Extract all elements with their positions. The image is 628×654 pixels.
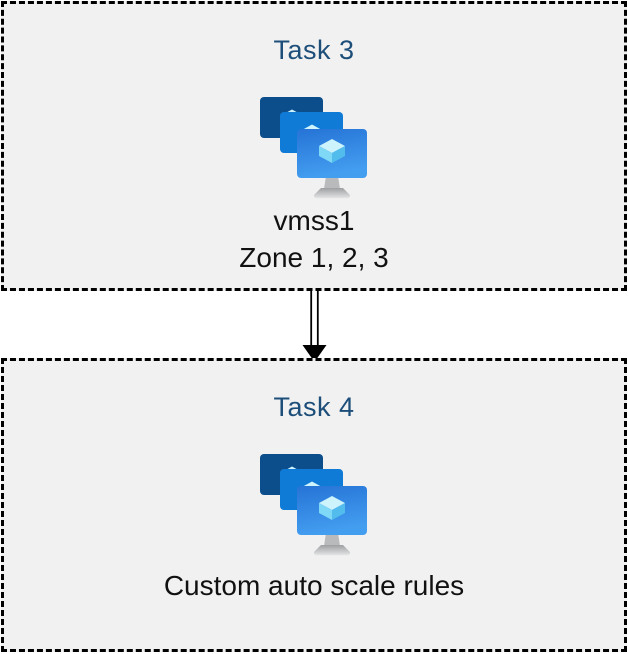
- vm-scale-sets-icon: [260, 97, 367, 199]
- task-title: Task 4: [273, 392, 355, 422]
- task-labels: Custom auto scale rules: [164, 567, 464, 604]
- autoscale-label: Custom auto scale rules: [163, 570, 465, 601]
- vmss-name-label: vmss1: [273, 205, 355, 236]
- down-arrow-connector: [302, 290, 327, 362]
- task-title: Task 3: [273, 35, 355, 65]
- task-box-3: Task 3: [1, 1, 627, 291]
- task-box-4: Task 4: [1, 358, 627, 652]
- zones-label: Zone 1, 2, 3: [239, 242, 389, 273]
- task-labels: vmss1 Zone 1, 2, 3: [239, 202, 388, 276]
- vm-scale-sets-icon: [260, 454, 367, 556]
